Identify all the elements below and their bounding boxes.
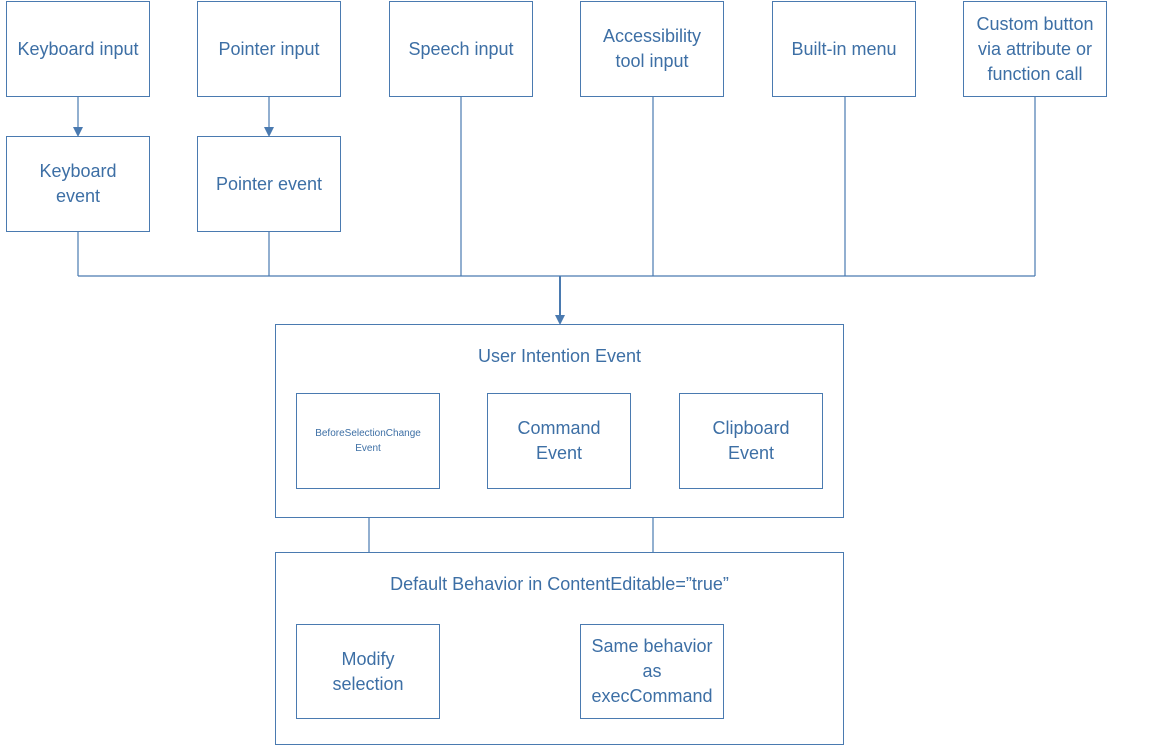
clipboard-event-box: Clipboard Event <box>679 393 823 489</box>
pointer-event-box: Pointer event <box>197 136 341 232</box>
pointer-event-label: Pointer event <box>215 173 323 194</box>
speech-input-label: Speech input <box>408 38 514 59</box>
built-in-menu-label: Built-in menu <box>791 38 897 59</box>
keyboard-input-label: Keyboard input <box>17 38 139 59</box>
clipboard-event-label: Clipboard Event <box>712 418 790 463</box>
same-behavior-as-execcommand-label: Same behavior as execCommand <box>591 636 713 706</box>
before-selection-change-event-box: BeforeSelectionChange Event <box>296 393 440 489</box>
default-behavior-title: Default Behavior in ContentEditable=”tru… <box>390 574 729 594</box>
command-event-box: Command Event <box>487 393 631 489</box>
speech-input-box: Speech input <box>389 1 533 97</box>
accessibility-tool-input-label: Accessibility tool input <box>602 26 702 71</box>
modify-selection-label: Modify selection <box>332 648 404 694</box>
keyboard-event-box: Keyboard event <box>6 136 150 232</box>
same-behavior-as-execcommand-box: Same behavior as execCommand <box>580 624 724 719</box>
custom-button-label: Custom button via attribute or function … <box>976 13 1094 84</box>
built-in-menu-box: Built-in menu <box>772 1 916 97</box>
custom-button-box: Custom button via attribute or function … <box>963 1 1107 97</box>
before-selection-change-event-label: BeforeSelectionChange Event <box>315 428 421 454</box>
accessibility-tool-input-box: Accessibility tool input <box>580 1 724 97</box>
pointer-input-label: Pointer input <box>218 38 320 59</box>
keyboard-event-label: Keyboard event <box>39 161 117 206</box>
modify-selection-box: Modify selection <box>296 624 440 719</box>
command-event-label: Command Event <box>517 418 601 463</box>
pointer-input-box: Pointer input <box>197 1 341 97</box>
keyboard-input-box: Keyboard input <box>6 1 150 97</box>
user-intention-event-title: User Intention Event <box>477 346 642 366</box>
